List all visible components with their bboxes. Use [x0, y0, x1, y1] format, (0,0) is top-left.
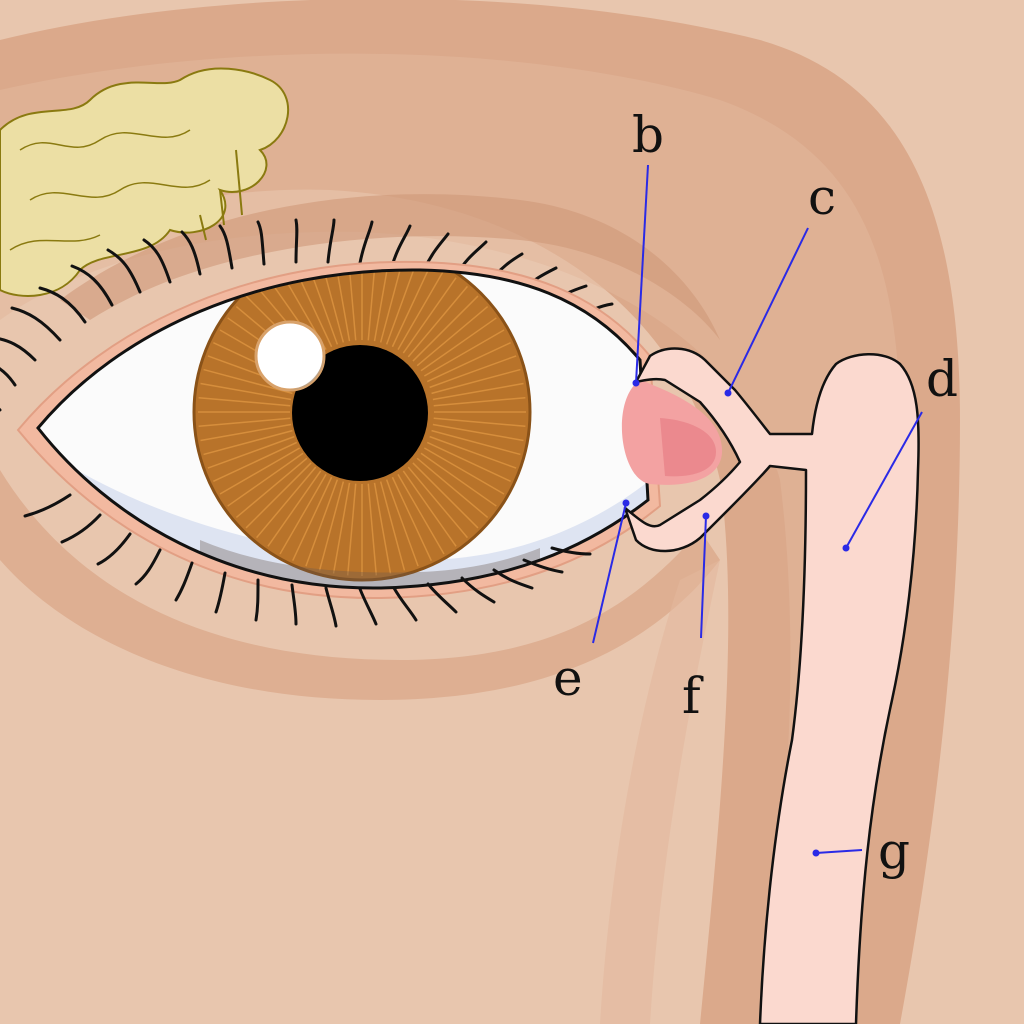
- iris-fiber: [432, 382, 524, 401]
- eye-outline: [36, 268, 650, 590]
- iris-fiber: [433, 417, 526, 428]
- iris-fiber: [431, 429, 521, 456]
- leader-g: [812, 849, 863, 857]
- lacrimal-drainage-system: [623, 347, 920, 1024]
- label-g: g: [878, 822, 910, 880]
- iris-fiber: [416, 457, 489, 518]
- iris-fiber: [346, 269, 357, 341]
- iris-fiber: [203, 429, 293, 456]
- iris-fiber: [412, 462, 479, 529]
- label-f: f: [682, 667, 704, 725]
- iris-fiber: [426, 441, 511, 482]
- iris-fiber: [219, 447, 301, 495]
- pupil: [292, 345, 428, 481]
- iris-fiber: [332, 269, 351, 342]
- iris-fiber: [432, 423, 524, 442]
- eye-highlight: [254, 320, 326, 392]
- iris-fiber: [402, 277, 457, 354]
- iris-fiber: [397, 269, 445, 351]
- iris-fiber: [423, 329, 505, 377]
- iris-fiber: [213, 441, 298, 482]
- iris-fiber: [203, 368, 293, 395]
- iris-fiber: [200, 423, 292, 442]
- iris-fiber: [385, 269, 419, 345]
- iris-fiber: [379, 481, 406, 571]
- iris-fiber: [207, 435, 295, 469]
- leader-e: [592, 499, 630, 644]
- iris-fiber: [429, 435, 517, 469]
- iris-fiber: [416, 306, 489, 367]
- iris-fiber: [235, 457, 308, 518]
- leader-f: [700, 512, 710, 639]
- iris-fiber: [407, 285, 468, 358]
- iris-fiber: [429, 355, 517, 389]
- iris-fiber: [318, 269, 345, 343]
- iris-fiber: [423, 447, 505, 495]
- label-d: d: [926, 350, 958, 408]
- label-e: e: [553, 649, 583, 707]
- iris-fiber: [367, 483, 378, 576]
- iris-fiber: [367, 269, 378, 341]
- lacrimal-gland: [0, 67, 289, 297]
- iris-fiber: [420, 452, 497, 507]
- iris-fiber: [227, 452, 304, 507]
- iris-fiber: [305, 479, 339, 567]
- iris-fiber: [391, 269, 432, 348]
- iris-fiber: [267, 470, 322, 547]
- iris-fiber: [373, 482, 392, 574]
- iris-fiber: [391, 476, 432, 561]
- label-b: b: [632, 106, 664, 164]
- iris-fiber: [402, 470, 457, 547]
- iris-fiber: [200, 382, 292, 401]
- iris-fiber: [256, 466, 317, 539]
- iris-fiber: [385, 479, 419, 567]
- iris-fiber: [332, 482, 351, 574]
- iris-fiber: [379, 269, 406, 343]
- lower-orbit-shadow: [0, 470, 720, 700]
- iris-fiber: [198, 417, 291, 428]
- leader-b: [632, 164, 649, 387]
- iris-fiber: [426, 342, 511, 383]
- iris-fiber: [292, 476, 333, 561]
- iris-fiber: [412, 295, 479, 362]
- iris-fiber: [279, 473, 327, 555]
- leader-c: [724, 227, 809, 397]
- cheek-shadow: [600, 560, 720, 1024]
- iris-fiber: [433, 396, 526, 407]
- iris-fiber: [407, 466, 468, 539]
- iris-fiber: [245, 462, 312, 529]
- iris-fiber: [431, 368, 521, 395]
- iris-fiber: [397, 473, 445, 555]
- iris-fiber: [346, 483, 357, 576]
- iris-fiber: [198, 396, 291, 407]
- leader-d: [842, 411, 923, 552]
- lower-eyelashes: [23, 493, 592, 628]
- iris-fiber: [373, 269, 392, 342]
- iris-fiber: [318, 481, 345, 571]
- label-c: c: [808, 168, 836, 226]
- iris-fiber: [420, 317, 497, 372]
- eyelid-fold: [60, 194, 720, 340]
